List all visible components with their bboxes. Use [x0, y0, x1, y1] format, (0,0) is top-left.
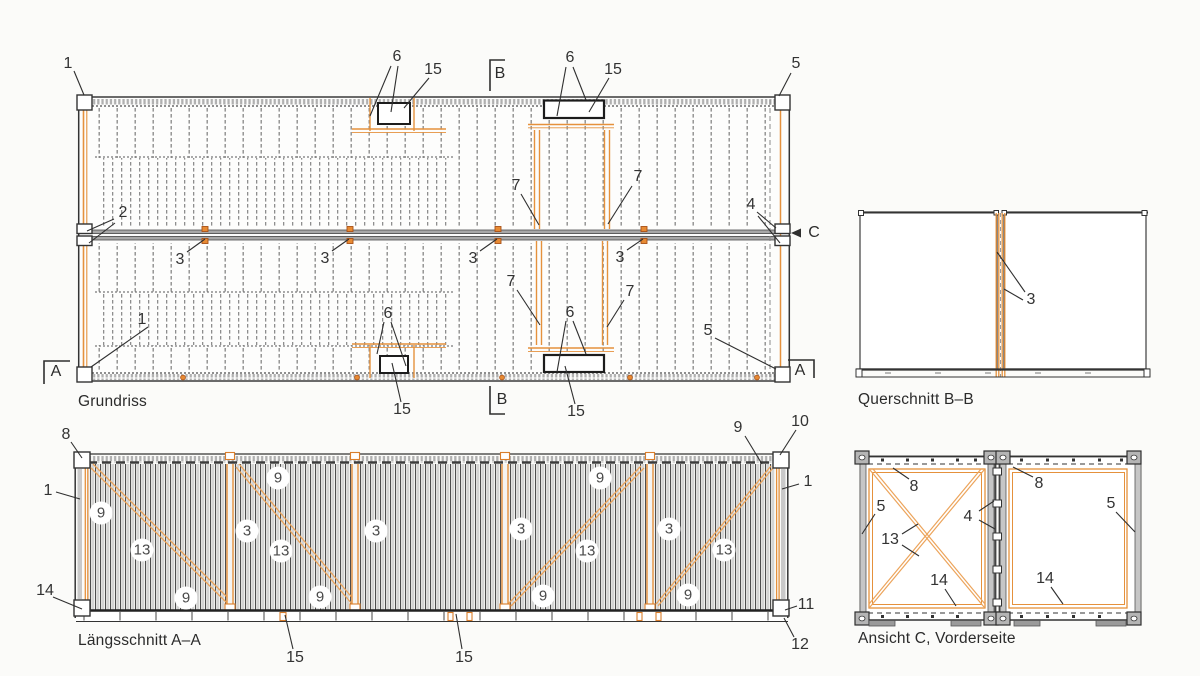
grundriss-drawing	[43, 59, 815, 415]
grundriss-callout-2: 2	[118, 204, 128, 221]
grundriss-callout-7: 7	[633, 168, 643, 185]
grundriss-callout-3: 3	[320, 250, 330, 267]
wall-posts	[224, 451, 656, 614]
grundriss-callout-6: 6	[565, 304, 575, 321]
timber-frames	[868, 468, 1128, 609]
laengsschnitt-callout-15: 15	[455, 649, 473, 666]
laengsschnitt-callout-1: 1	[803, 473, 813, 490]
joint-couplers	[992, 467, 1002, 607]
laengsschnitt-bubble-label-13: 13	[269, 539, 293, 563]
ansicht-callout-5: 5	[876, 498, 886, 515]
laengsschnitt-bubble-label-9: 9	[308, 585, 332, 609]
laengsschnitt-bubble-label-13: 13	[712, 538, 736, 562]
laengsschnitt-leaders	[52, 429, 800, 650]
edge-fixings	[180, 374, 760, 381]
querschnitt-leaders	[996, 251, 1026, 301]
grundriss-callout-15: 15	[424, 61, 442, 78]
section-markers	[43, 59, 815, 415]
grundriss-title: Grundriss	[78, 393, 147, 410]
querschnitt-drawing	[855, 210, 1151, 378]
interior-posts	[533, 130, 611, 345]
grundriss-callout-4: 4	[746, 196, 756, 213]
grundriss-callout-15: 15	[604, 61, 622, 78]
grundriss-callout-7: 7	[511, 177, 521, 194]
grundriss-callout-15: 15	[567, 403, 585, 420]
laengsschnitt-bubble-label-3: 3	[509, 517, 533, 541]
grundriss-leaders	[73, 65, 792, 405]
ansicht-callout-5: 5	[1106, 495, 1116, 512]
grundriss-callout-5: 5	[703, 322, 713, 339]
laengsschnitt-bubble-label-9: 9	[531, 584, 555, 608]
joint-clips	[201, 226, 648, 244]
grundriss-callout-6: 6	[565, 49, 575, 66]
diagonal-braces	[89, 463, 774, 607]
corner-fittings	[854, 450, 1142, 626]
laengsschnitt-bubble-label-9: 9	[174, 586, 198, 610]
grundriss-callout-6: 6	[383, 305, 393, 322]
laengsschnitt-bubble-label-9: 9	[89, 501, 113, 525]
laengsschnitt-bubble-label-3: 3	[657, 517, 681, 541]
grundriss-callout-1: 1	[63, 55, 73, 72]
laengsschnitt-bubble-label-9: 9	[266, 466, 290, 490]
grundriss-callout-A: A	[794, 362, 806, 379]
laengsschnitt-callout-10: 10	[791, 413, 809, 430]
ansicht-callout-8: 8	[1034, 475, 1044, 492]
laengsschnitt-callout-14: 14	[36, 582, 54, 599]
querschnitt-title: Querschnitt B–B	[858, 391, 974, 408]
ansicht-callout-8: 8	[909, 478, 919, 495]
cross-brace	[868, 468, 986, 608]
grundriss-callout-3: 3	[615, 249, 625, 266]
laengsschnitt-bubble-label-13: 13	[130, 538, 154, 562]
grundriss-callout-3: 3	[468, 250, 478, 267]
center-joint-posts	[995, 213, 1006, 377]
laengsschnitt-drawing	[52, 429, 800, 650]
floor-segments	[83, 612, 769, 621]
laengsschnitt-callout-9: 9	[733, 419, 743, 436]
rivet-marks	[881, 458, 1123, 618]
grundriss-callout-B: B	[494, 65, 506, 82]
ansicht-callout-14: 14	[930, 572, 948, 589]
laengsschnitt-bubble-label-3: 3	[364, 519, 388, 543]
feet	[868, 620, 1127, 627]
floor-anchor-marks	[279, 611, 662, 622]
grundriss-callout-A: A	[50, 363, 62, 380]
laengsschnitt-title: Längsschnitt A–A	[78, 632, 201, 649]
laengsschnitt-callout-12: 12	[791, 636, 809, 653]
grundriss-callout-5: 5	[791, 55, 801, 72]
laengsschnitt-callout-11: 11	[797, 596, 815, 613]
laengsschnitt-callout-1: 1	[43, 482, 53, 499]
ansicht-callout-4: 4	[963, 508, 973, 525]
ansicht-leaders	[861, 466, 1136, 607]
grundriss-callout-7: 7	[506, 273, 516, 290]
grundriss-callout-1: 1	[137, 311, 147, 328]
grundriss-callout-3: 3	[175, 251, 185, 268]
laengsschnitt-bubble-label-3: 3	[235, 519, 259, 543]
ansicht-title: Ansicht C, Vorderseite	[858, 630, 1016, 647]
grundriss-callout-6: 6	[392, 48, 402, 65]
querschnitt-callout-3: 3	[1026, 291, 1036, 308]
ansicht-drawing	[854, 450, 1142, 627]
ansicht-callout-13: 13	[881, 531, 899, 548]
grundriss-callout-B: B	[496, 391, 508, 408]
laengsschnitt-bubble-label-9: 9	[676, 583, 700, 607]
grundriss-callout-C: C	[808, 224, 820, 241]
grundriss-callout-7: 7	[625, 283, 635, 300]
view-arrow-c	[791, 228, 801, 238]
laengsschnitt-callout-8: 8	[61, 426, 71, 443]
grundriss-callout-15: 15	[393, 401, 411, 418]
laengsschnitt-callout-15: 15	[286, 649, 304, 666]
laengsschnitt-bubble-label-9: 9	[588, 466, 612, 490]
laengsschnitt-bubble-label-13: 13	[575, 539, 599, 563]
ansicht-callout-14: 14	[1036, 570, 1054, 587]
